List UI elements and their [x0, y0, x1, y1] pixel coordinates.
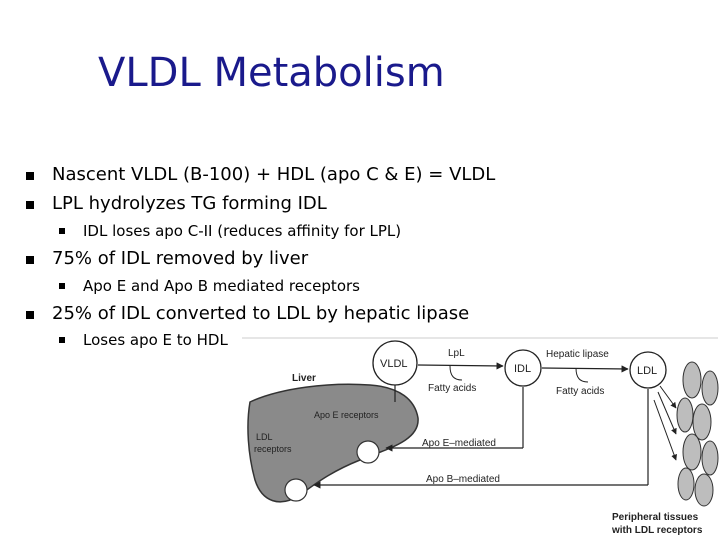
- bullet-item: 25% of IDL converted to LDL by hepatic l…: [52, 303, 470, 324]
- slide-title: VLDL Metabolism: [98, 50, 445, 96]
- sub-bullet-marker: [59, 228, 65, 234]
- lpl-label: LpL: [448, 348, 465, 359]
- sub-bullet-item: IDL loses apo C-II (reduces affinity for…: [83, 222, 402, 240]
- hepatic-lipase-label: Hepatic lipase: [546, 349, 609, 360]
- fatty-acids-branch: [575, 367, 589, 383]
- ldl-to-tissue-arrow: [657, 391, 677, 435]
- ldl-receptors-label: LDL: [256, 432, 273, 442]
- ldl-label: LDL: [637, 365, 657, 377]
- bullet-item: Nascent VLDL (B-100) + HDL (apo C & E) =…: [52, 164, 496, 185]
- bullet-item: LPL hydrolyzes TG forming IDL: [52, 193, 327, 214]
- ldl-particle: [629, 351, 667, 389]
- peripheral-tissues-label: Peripheral tissues: [612, 512, 699, 523]
- sub-bullet-marker: [59, 337, 65, 343]
- vldl-label: VLDL: [380, 358, 408, 370]
- bullet-marker: [26, 256, 34, 264]
- fatty-acids-label: Fatty acids: [556, 386, 604, 397]
- ldl-to-tissue-arrow: [653, 399, 677, 461]
- ldl-receptors-label: receptors: [254, 444, 292, 454]
- liver-label: Liver: [292, 373, 316, 384]
- fatty-acids-label: Fatty acids: [428, 383, 476, 394]
- ldl-to-tissue-arrow: [659, 385, 677, 409]
- peripheral-tissue-cells: [676, 361, 719, 507]
- bullet-marker: [26, 172, 34, 180]
- apo-e-receptors-label: Apo E receptors: [314, 410, 379, 420]
- apo-e-mediated-label: Apo E–mediated: [422, 438, 496, 449]
- sub-bullet-item: Apo E and Apo B mediated receptors: [83, 277, 360, 295]
- ldl-receptor-notch: [284, 478, 308, 502]
- idl-label: IDL: [514, 363, 531, 375]
- bullet-marker: [26, 311, 34, 319]
- bullet-item: 75% of IDL removed by liver: [52, 248, 309, 269]
- apo-b-mediated-label: Apo B–mediated: [426, 474, 500, 485]
- vldl-metabolism-diagram: Liver Apo E receptors LDL receptors VLDL…: [240, 330, 720, 540]
- apo-e-receptor-notch: [356, 440, 380, 464]
- fatty-acids-branch: [449, 365, 463, 381]
- vldl-to-idl-arrow: [417, 362, 504, 370]
- bullet-marker: [26, 201, 34, 209]
- idl-to-ldl-arrow: [541, 365, 629, 373]
- sub-bullet-item: Loses apo E to HDL: [83, 331, 228, 349]
- idl-particle: [504, 349, 542, 387]
- sub-bullet-marker: [59, 283, 65, 289]
- peripheral-tissues-label: with LDL receptors: [611, 525, 703, 536]
